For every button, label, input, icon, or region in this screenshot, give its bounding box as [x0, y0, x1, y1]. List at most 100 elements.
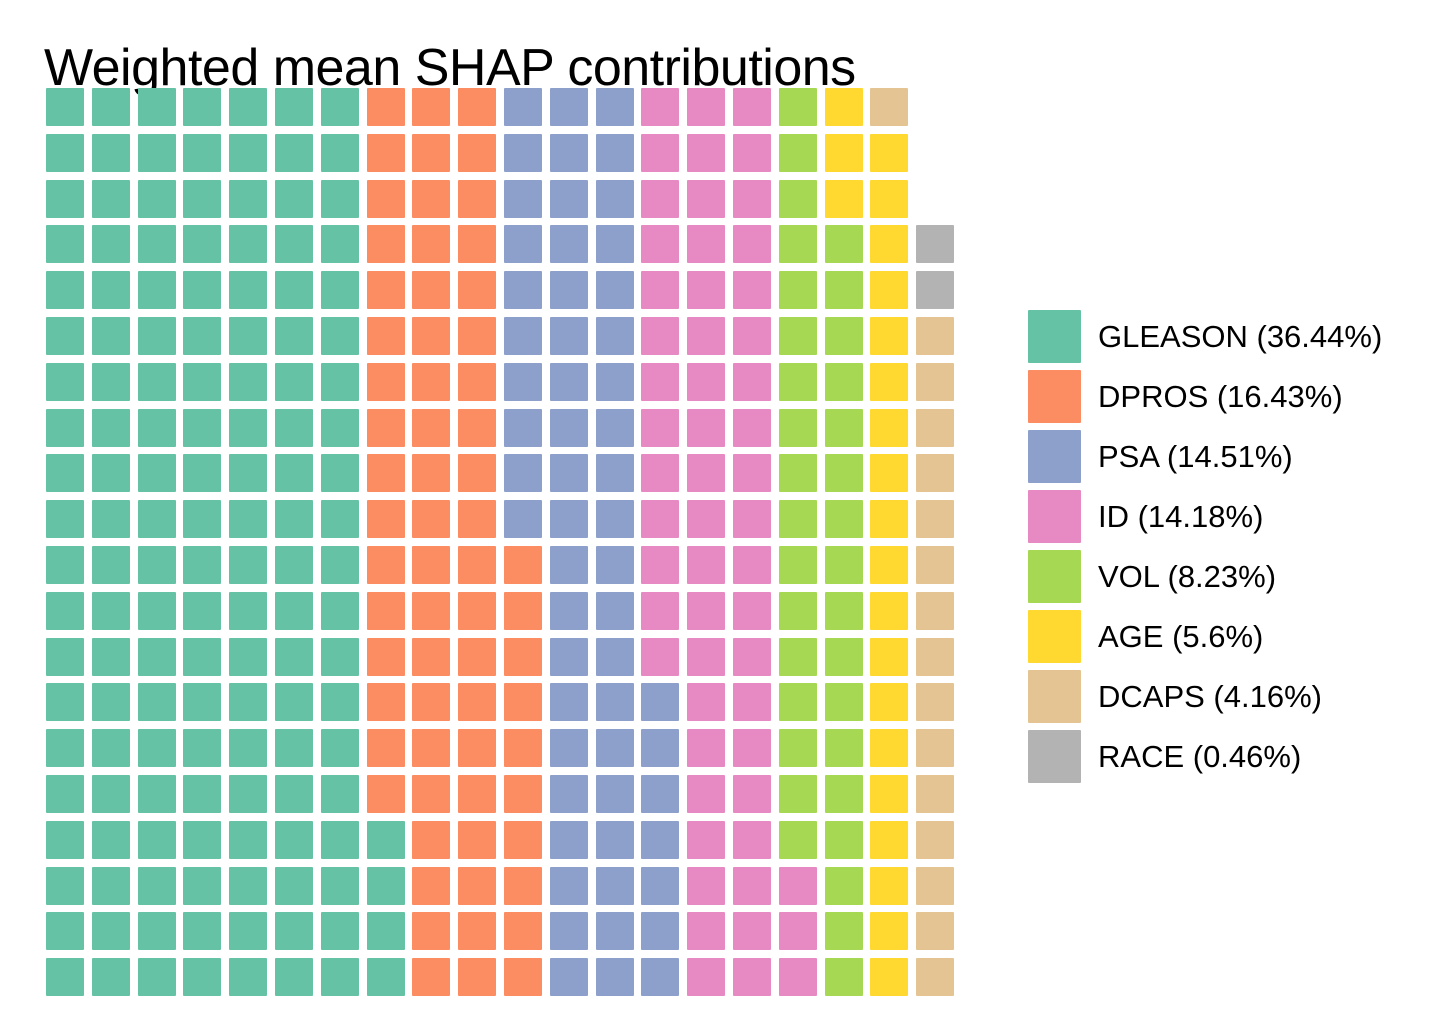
waffle-tile [641, 271, 680, 310]
waffle-row [46, 500, 971, 546]
waffle-tile [824, 454, 863, 493]
waffle-tile [366, 500, 405, 539]
waffle-tile [412, 545, 451, 584]
waffle-tile [183, 637, 222, 676]
legend-item-dcaps[interactable]: DCAPS (4.16%) [1028, 670, 1428, 730]
waffle-tile [320, 133, 359, 172]
waffle-tile [91, 225, 130, 264]
waffle-tile [778, 591, 817, 630]
waffle-tile [870, 729, 909, 768]
waffle-tile [320, 591, 359, 630]
waffle-tile [504, 271, 542, 310]
waffle-tile [46, 958, 84, 997]
legend-swatch-icon [1028, 610, 1081, 663]
waffle-tile [504, 729, 542, 768]
waffle-tile [366, 866, 405, 905]
legend-item-gleason[interactable]: GLEASON (36.44%) [1028, 310, 1428, 370]
waffle-tile [183, 729, 222, 768]
waffle-tile [778, 133, 817, 172]
waffle-row [46, 179, 971, 226]
waffle-tile [549, 316, 588, 355]
waffle-tile [91, 683, 130, 722]
waffle-tile [824, 637, 863, 676]
waffle-row [46, 545, 971, 592]
waffle-tile [549, 271, 588, 310]
waffle-tile [183, 133, 222, 172]
legend-item-age[interactable]: AGE (5.6%) [1028, 610, 1428, 670]
legend-swatch-icon [1028, 490, 1081, 543]
legend-item-dpros[interactable]: DPROS (16.43%) [1028, 370, 1428, 430]
waffle-tile [46, 912, 84, 951]
waffle-tile [595, 500, 634, 539]
waffle-tile [320, 454, 359, 493]
waffle-tile [595, 545, 634, 584]
legend-swatch-icon [1028, 730, 1081, 783]
waffle-tile [595, 774, 634, 813]
waffle-tile [687, 225, 726, 264]
waffle-tile [183, 88, 222, 126]
waffle-tile [595, 912, 634, 951]
waffle-tile [458, 958, 497, 997]
waffle-tile [595, 591, 634, 630]
waffle-tile [275, 500, 313, 539]
waffle-tile [916, 683, 955, 722]
waffle-tile [870, 591, 909, 630]
waffle-tile [549, 912, 588, 951]
waffle-tile [641, 683, 680, 722]
waffle-tile [870, 362, 909, 401]
waffle-tile [916, 316, 955, 355]
waffle-tile [641, 408, 680, 447]
waffle-tile [412, 820, 451, 859]
waffle-tile [366, 408, 405, 447]
waffle-tile [91, 362, 130, 401]
waffle-tile [687, 545, 726, 584]
waffle-tile [549, 408, 588, 447]
waffle-tile [778, 316, 817, 355]
waffle-tile [824, 271, 863, 310]
waffle-tile [870, 500, 909, 539]
legend-item-psa[interactable]: PSA (14.51%) [1028, 430, 1428, 490]
waffle-tile [46, 500, 84, 539]
waffle-tile [366, 545, 405, 584]
legend-item-id[interactable]: ID (14.18%) [1028, 490, 1428, 550]
waffle-tile [137, 958, 176, 997]
waffle-tile [641, 820, 680, 859]
waffle-tile [183, 912, 222, 951]
waffle-tile [46, 545, 84, 584]
waffle-tile [824, 683, 863, 722]
waffle-tile [733, 179, 771, 218]
waffle-tile [366, 637, 405, 676]
waffle-tile [824, 133, 863, 172]
waffle-tile [458, 591, 497, 630]
waffle-tile [137, 545, 176, 584]
waffle-row [46, 683, 971, 729]
waffle-tile [458, 545, 497, 584]
waffle-tile [778, 408, 817, 447]
waffle-tile [595, 362, 634, 401]
waffle-tile [137, 866, 176, 905]
legend-item-race[interactable]: RACE (0.46%) [1028, 730, 1428, 790]
waffle-tile [824, 362, 863, 401]
waffle-tile [778, 179, 817, 218]
waffle-tile [595, 958, 634, 997]
waffle-tile [504, 637, 542, 676]
waffle-tile [366, 271, 405, 310]
waffle-tile [229, 729, 268, 768]
legend-item-vol[interactable]: VOL (8.23%) [1028, 550, 1428, 610]
waffle-tile [504, 454, 542, 493]
waffle-tile [595, 866, 634, 905]
waffle-tile [870, 454, 909, 493]
waffle-tile [366, 225, 405, 264]
waffle-tile [91, 637, 130, 676]
waffle-row [46, 591, 971, 638]
legend-item-label: PSA (14.51%) [1098, 439, 1293, 474]
waffle-tile [458, 88, 497, 126]
waffle-tile [183, 500, 222, 539]
waffle-tile [687, 271, 726, 310]
waffle-tile [458, 362, 497, 401]
waffle-tile [549, 88, 588, 126]
waffle-tile [412, 271, 451, 310]
waffle-tile [412, 316, 451, 355]
waffle-tile [275, 271, 313, 310]
waffle-row [46, 774, 971, 821]
